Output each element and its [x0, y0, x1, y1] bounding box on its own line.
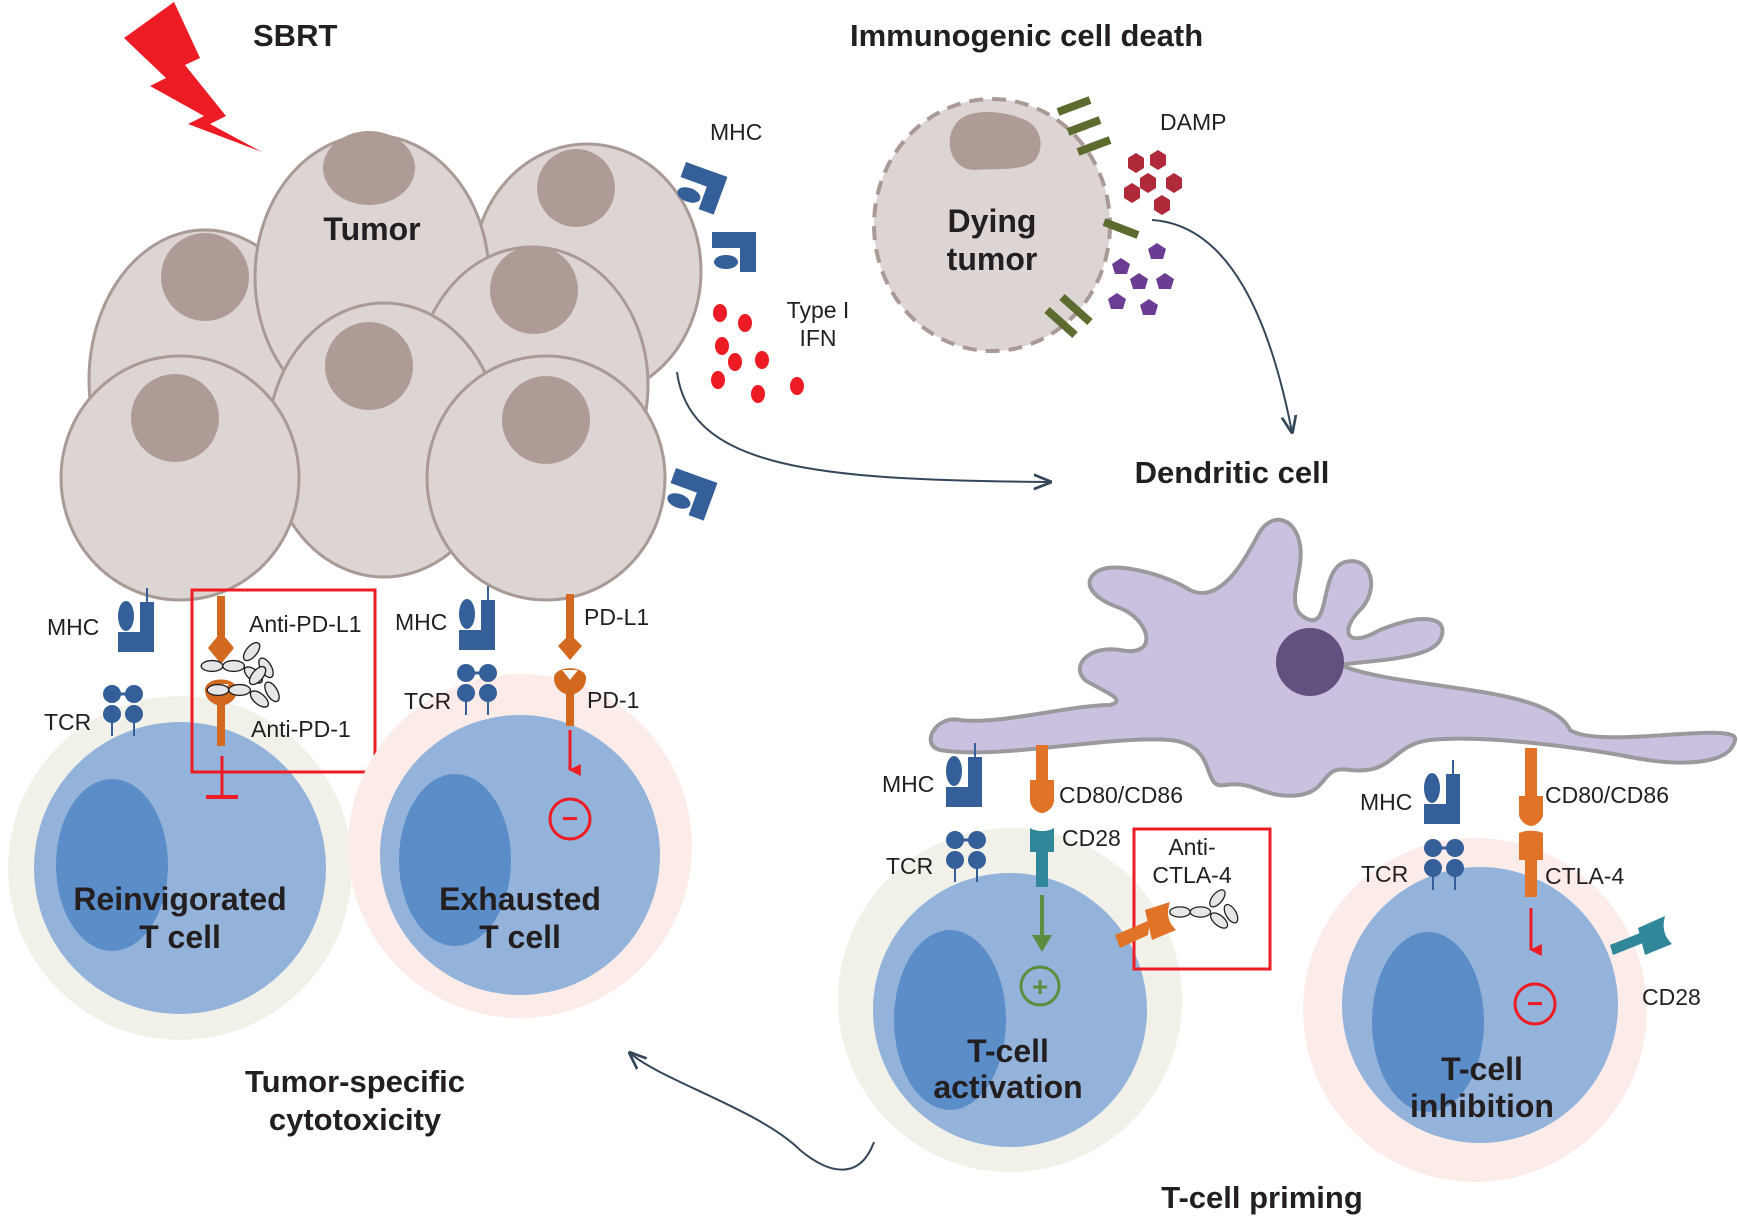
damp-hexagon-icons [1124, 150, 1182, 215]
dying-tumor-label-line2: tumor [947, 241, 1038, 277]
calreticulin-icon [1044, 96, 1140, 338]
pdl1-label: PD-L1 [584, 604, 649, 630]
inhibition-cd80-label: CD80/CD86 [1545, 782, 1669, 808]
reinvigorated-label-line1: Reinvigorated [73, 881, 286, 917]
exhausted-minus-sign: − [562, 803, 578, 834]
activation-cd28-label: CD28 [1062, 825, 1121, 851]
anti-pdl1-label: Anti-PD-L1 [249, 611, 361, 637]
arrow-dying-to-dendritic [1151, 219, 1292, 432]
activation-t-cell [838, 828, 1182, 1172]
activation-label-line2: activation [933, 1069, 1082, 1105]
pdl1-pd1-icon [554, 594, 586, 776]
arrow-tumor-to-dendritic [676, 371, 1050, 482]
dendritic-heading: Dendritic cell [1135, 455, 1330, 490]
anti-pd1-label: Anti-PD-1 [251, 716, 351, 742]
inhibition-label-line2: inhibition [1410, 1088, 1554, 1124]
sbrt-heading: SBRT [253, 18, 337, 53]
radiation-bolt-icon [124, 2, 262, 152]
anti-ctla4-label-line1: Anti- [1168, 834, 1215, 860]
type-i-ifn-icon [711, 304, 804, 403]
activation-plus-sign: + [1032, 971, 1048, 1002]
exhausted-t-cell [348, 674, 692, 1018]
damp-pentagon-icons [1108, 243, 1174, 315]
priming-heading: T-cell priming [1161, 1180, 1363, 1215]
inhibition-mhc-label: MHC [1360, 789, 1412, 815]
cytotoxicity-heading-line1: Tumor-specific [245, 1064, 465, 1099]
reinvigorated-mhc-label: MHC [47, 614, 99, 640]
exhausted-tcr-label: TCR [404, 688, 451, 714]
icd-heading: Immunogenic cell death [850, 18, 1203, 53]
mhc-icon [458, 585, 496, 651]
dendritic-nucleus [1276, 628, 1344, 696]
inhibition-cd28-label: CD28 [1642, 984, 1701, 1010]
exhausted-mhc-label: MHC [395, 609, 447, 635]
exhausted-label-line2: T cell [479, 919, 561, 955]
activation-label-line1: T-cell [967, 1033, 1049, 1069]
inhibition-ctla4-label: CTLA-4 [1545, 863, 1624, 889]
activation-tcr-label: TCR [886, 853, 933, 879]
activation-mhc-label: MHC [882, 771, 934, 797]
ctla4-blocked-icon [1115, 902, 1176, 948]
mhc-icon [712, 232, 756, 272]
damp-label: DAMP [1160, 109, 1226, 135]
dying-tumor-nucleus [949, 112, 1041, 170]
pd1-label: PD-1 [587, 687, 639, 713]
inhibition-t-cell [1303, 838, 1647, 1182]
tumor-label: Tumor [323, 211, 420, 247]
tumor-mhc-label: MHC [710, 119, 762, 145]
reinvigorated-t-cell [8, 696, 352, 1040]
cd28-unbound-icon [1610, 916, 1672, 955]
mhc-icon [662, 468, 718, 521]
tumor-cell [59, 354, 301, 602]
ifn-label-line2: IFN [799, 325, 836, 351]
anti-ctla4-antibody-icon [1169, 886, 1242, 932]
anti-pd1-pdl1-box [190, 588, 377, 774]
mhc-icon [1423, 759, 1461, 825]
ifn-label-line1: Type I [787, 297, 850, 323]
arrow-activation-to-cytotoxicity [630, 1053, 875, 1171]
inhibition-minus-icon [548, 797, 592, 841]
inhibition-minus-sign: − [1527, 988, 1543, 1019]
inhibition-tcr-label: TCR [1361, 861, 1408, 887]
anti-ctla4-box [1132, 827, 1272, 971]
anti-ctla4-label-line2: CTLA-4 [1152, 862, 1231, 888]
mhc-icon [117, 587, 155, 653]
cytotoxicity-heading-line2: cytotoxicity [269, 1102, 442, 1137]
tumor-cluster [59, 131, 703, 602]
inhibition-minus-icon [1513, 982, 1557, 1026]
activation-cd80-label: CD80/CD86 [1059, 782, 1183, 808]
dendritic-cell [928, 517, 1737, 798]
inhibition-label-line1: T-cell [1441, 1051, 1523, 1087]
reinvigorated-tcr-label: TCR [44, 709, 91, 735]
cd80-ctla4-icon [1519, 748, 1543, 956]
reinvigorated-label-line2: T cell [139, 919, 221, 955]
tumor-cell [425, 354, 667, 602]
cd80-cd28-icon [1030, 745, 1054, 952]
exhausted-label-line1: Exhausted [439, 881, 601, 917]
activation-plus-icon [1019, 965, 1061, 1007]
dying-tumor-label-line1: Dying [948, 203, 1037, 239]
